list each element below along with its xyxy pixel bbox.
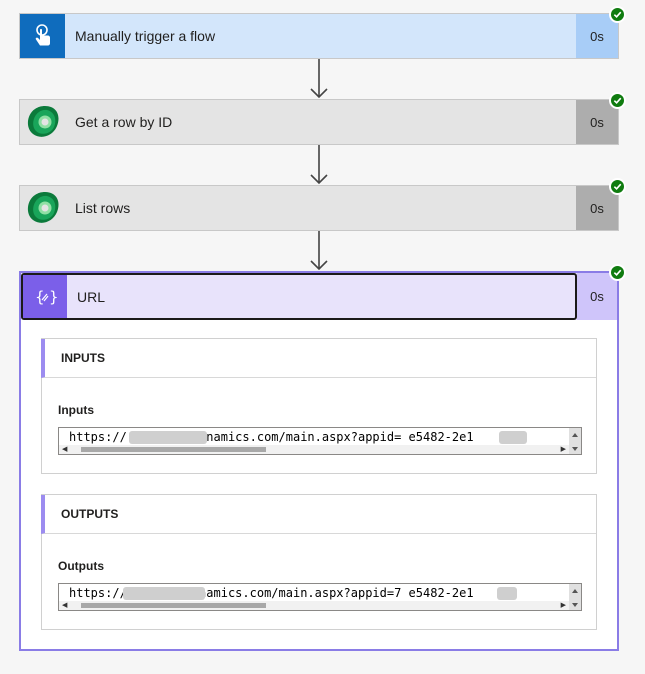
- url-action-header-focus[interactable]: { } URL: [21, 273, 577, 320]
- list-rows-step-card[interactable]: List rows 0s: [19, 178, 626, 231]
- scroll-left-icon[interactable]: ◀: [62, 602, 68, 609]
- step-title: List rows: [75, 200, 131, 216]
- connector-arrow-icon: [310, 59, 328, 99]
- outputs-section: OUTPUTS Outputs https:// .crm11.dynamics…: [41, 494, 597, 630]
- svg-text:{: {: [35, 288, 45, 306]
- inputs-section: INPUTS Inputs https:// 7.crm11.dynamics.…: [41, 338, 597, 474]
- url-action-header[interactable]: { } URL 0s: [21, 273, 617, 320]
- step-duration: 0s: [576, 186, 618, 230]
- success-check-icon: [609, 6, 626, 23]
- trigger-step-card[interactable]: Manually trigger a flow 0s: [19, 6, 626, 59]
- dataverse-icon: [20, 100, 65, 144]
- vertical-scrollbar[interactable]: [569, 428, 581, 454]
- success-check-icon: [609, 178, 626, 195]
- outputs-value-field[interactable]: https:// .crm11.dynamics.com/main.aspx?a…: [58, 583, 582, 611]
- step-duration: 0s: [576, 14, 618, 58]
- horizontal-scrollbar[interactable]: ◀ ▶: [59, 445, 569, 454]
- connector-arrow-icon: [310, 145, 328, 185]
- dataverse-icon: [20, 186, 65, 230]
- connector-arrow-icon: [310, 231, 328, 271]
- scrollbar-thumb[interactable]: [81, 447, 266, 452]
- step-title: Manually trigger a flow: [75, 28, 216, 44]
- inputs-section-title: INPUTS: [41, 339, 596, 378]
- scrollbar-thumb[interactable]: [81, 603, 266, 608]
- touch-hand-icon: [20, 14, 65, 58]
- success-check-icon: [609, 264, 626, 281]
- success-check-icon: [609, 92, 626, 109]
- scroll-right-icon[interactable]: ▶: [560, 602, 566, 609]
- outputs-section-title: OUTPUTS: [41, 495, 596, 534]
- outputs-label: Outputs: [58, 559, 104, 573]
- url-action-card: { } URL 0s INPUTS Inputs https:// 7.crm1…: [19, 264, 626, 651]
- inputs-value-field[interactable]: https:// 7.crm11.dynamics.com/main.aspx?…: [58, 427, 582, 455]
- get-row-step-card[interactable]: Get a row by ID 0s: [19, 92, 626, 145]
- horizontal-scrollbar[interactable]: ◀ ▶: [59, 601, 569, 610]
- step-duration: 0s: [576, 100, 618, 144]
- redaction-blur: [129, 431, 207, 444]
- step-title: URL: [77, 288, 106, 305]
- scroll-left-icon[interactable]: ◀: [62, 446, 68, 453]
- step-duration: 0s: [577, 273, 617, 320]
- redaction-blur: [497, 587, 517, 600]
- redaction-blur: [123, 587, 205, 600]
- svg-text:}: }: [49, 288, 57, 306]
- expression-braces-icon: { }: [23, 275, 67, 318]
- redaction-blur: [499, 431, 527, 444]
- step-title: Get a row by ID: [75, 114, 173, 130]
- vertical-scrollbar[interactable]: [569, 584, 581, 610]
- scroll-right-icon[interactable]: ▶: [560, 446, 566, 453]
- inputs-label: Inputs: [58, 403, 94, 417]
